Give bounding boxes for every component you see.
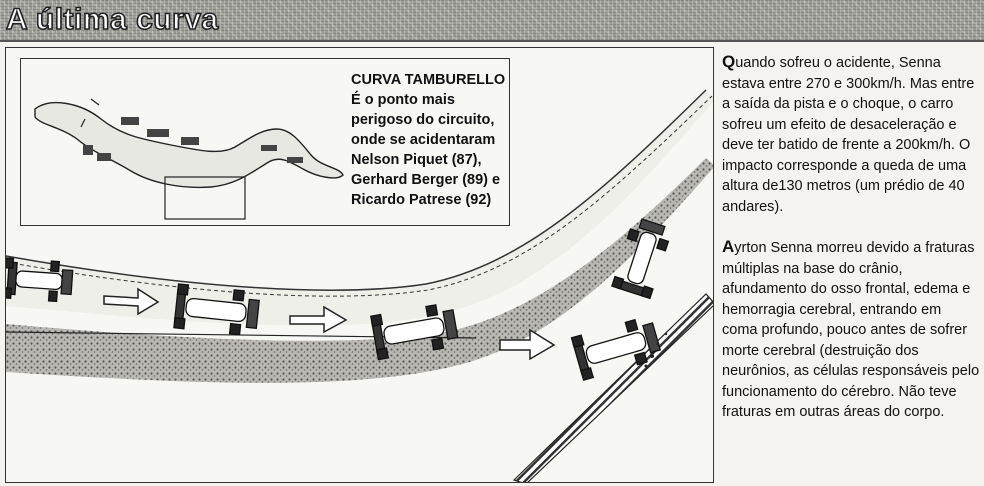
page-title: A última curva	[5, 2, 219, 37]
circuit-map	[34, 98, 344, 220]
inset-heading: CURVA TAMBURELLO	[351, 72, 506, 88]
inset-body: É o ponto mais perigoso do circuito, ond…	[351, 92, 501, 208]
paragraph-text: uando sofreu o acidente, Senna estava en…	[722, 55, 975, 215]
paragraph-cause-of-death: Ayrton Senna morreu devido a fraturas mú…	[722, 237, 980, 423]
direction-arrow	[103, 287, 160, 316]
dropcap: A	[722, 237, 735, 256]
side-column: Quando sofreu o acidente, Senna estava e…	[722, 52, 980, 443]
accident-illustration: CURVA TAMBURELLO É o ponto mais perigoso…	[5, 47, 714, 483]
direction-arrow	[289, 305, 348, 334]
dropcap: Q	[722, 52, 736, 71]
track-drawing	[6, 89, 713, 482]
inset-caption: CURVA TAMBURELLO É o ponto mais perigoso…	[351, 70, 511, 210]
title-bar: A última curva	[0, 0, 984, 42]
paragraph-text: yrton Senna morreu devido a fraturas múl…	[722, 240, 980, 420]
tamburello-highlight-box	[164, 176, 246, 220]
paragraph-impact: Quando sofreu o acidente, Senna estava e…	[722, 52, 980, 217]
race-cars	[6, 218, 670, 381]
direction-arrow	[499, 328, 556, 361]
circuit-inset: CURVA TAMBURELLO É o ponto mais perigoso…	[20, 58, 510, 226]
